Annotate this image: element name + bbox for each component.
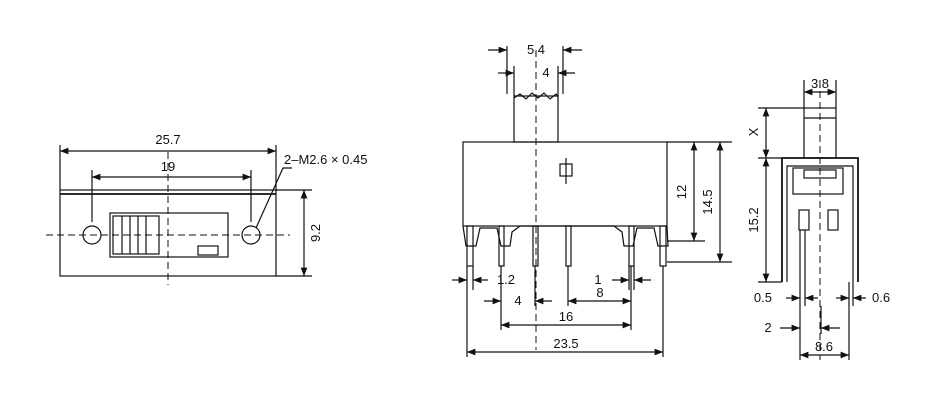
dim-pin-width-side: 1.2 [497,272,515,287]
dim-hole-spacing: 19 [161,159,175,174]
dim-pin-span: 16 [559,309,573,324]
dim-pin-row-span: 8.6 [815,339,833,354]
dim-end-body-height: 15.2 [746,207,761,232]
dim-pin-thick-left: 0.5 [754,290,772,305]
pin-4 [565,225,572,267]
side-body [462,141,668,227]
front-view: 25.7 19 9.2 2–M2.6 × 0.45 [46,132,367,285]
dim-front-height: 9.2 [308,224,323,242]
dim-actuator-travel: X [746,127,761,136]
pin-1 [466,225,474,267]
end-view: 3.8 X 15.2 0.5 0.6 2 8.6 [746,76,890,360]
dim-pin-spacing: 8 [596,285,603,300]
dim-actuator-width: 5.4 [527,42,545,57]
thread-callout: 2–M2.6 × 0.45 [284,152,367,167]
dim-body-height: 12 [674,185,689,199]
side-view: 5.4 4 12 14.5 1.2 1 4 [452,42,732,357]
dim-front-width: 25.7 [155,132,180,147]
dim-pin-thick-right: 0.6 [872,290,890,305]
dim-overall-height: 14.5 [700,189,715,214]
dim-pin-offset: 2 [764,320,771,335]
dim-pin-width: 1 [594,272,601,287]
dim-total-width: 23.5 [553,336,578,351]
dim-pin-pitch: 4 [514,293,521,308]
dim-end-actuator-width: 3.8 [811,76,829,91]
dim-actuator-inner: 4 [542,65,549,80]
